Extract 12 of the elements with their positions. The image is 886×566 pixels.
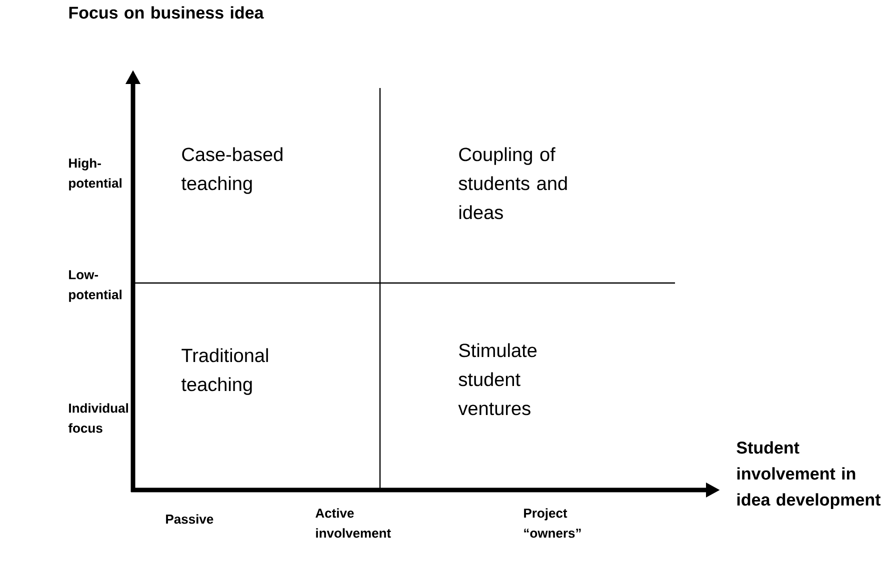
quadrant-label: Coupling of students and ideas xyxy=(458,147,567,220)
axis-title: Student involvement in idea development xyxy=(736,441,881,510)
axis-title: Focus on business idea xyxy=(69,6,264,19)
axis-tick-label: Active involvement xyxy=(316,508,391,538)
axis-tick-label: Low-potential xyxy=(69,270,122,302)
quadrant-label: Case-based teaching xyxy=(181,147,282,194)
quadrant-label: Traditional teaching xyxy=(181,348,268,395)
quadrant-label: Stimulate student ventures xyxy=(458,343,537,416)
axis-tick-label: High-potential xyxy=(69,158,122,190)
axis-tick-label: Individual focus xyxy=(68,403,128,433)
axis-tick-label: Project “owners” xyxy=(524,508,581,538)
axis-tick-label: Passive xyxy=(166,514,214,524)
